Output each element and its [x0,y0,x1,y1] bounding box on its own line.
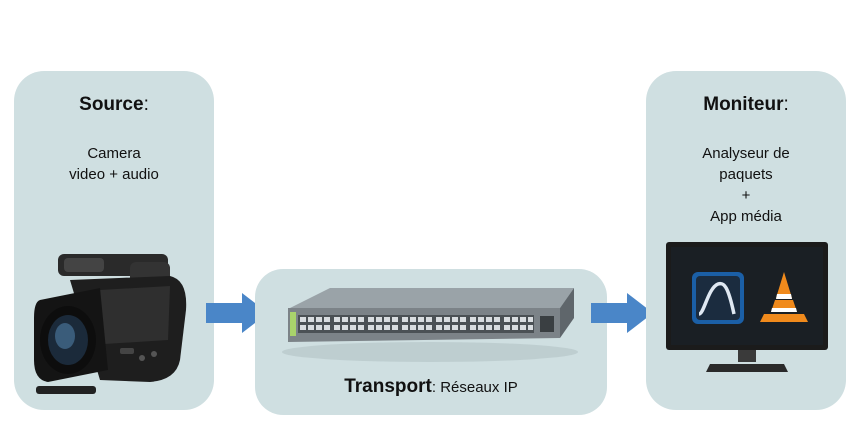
transport-title-suffix: : Réseaux IP [431,379,518,396]
network-switch-icon [282,288,578,362]
monitor-title-label: Moniteur [703,94,784,115]
monitor-title: Moniteur: [646,94,846,116]
source-line-1: Camera [87,145,141,162]
source-description: Camera video + audio [14,143,214,185]
wireshark-icon [692,272,744,324]
arrow-right-icon [591,293,653,333]
monitor-line-4: App média [710,208,782,225]
source-title: Source: [14,94,214,116]
monitor-line-1: Analyseur de [702,145,790,162]
source-title-label: Source [79,94,144,115]
transport-title: Transport: Réseaux IP [255,376,607,398]
vlc-icon [760,272,808,322]
source-line-2: video + audio [69,166,159,183]
monitor-line-2: paquets [719,166,773,183]
monitor-title-suffix: : [783,94,789,115]
transport-title-label: Transport [344,376,432,397]
source-title-suffix: : [143,94,149,115]
monitor-description: Analyseur de paquets + App média [646,143,846,227]
video-camera-icon [34,254,187,394]
arrow-right-icon [206,293,268,333]
monitor-line-3: + [741,187,751,204]
